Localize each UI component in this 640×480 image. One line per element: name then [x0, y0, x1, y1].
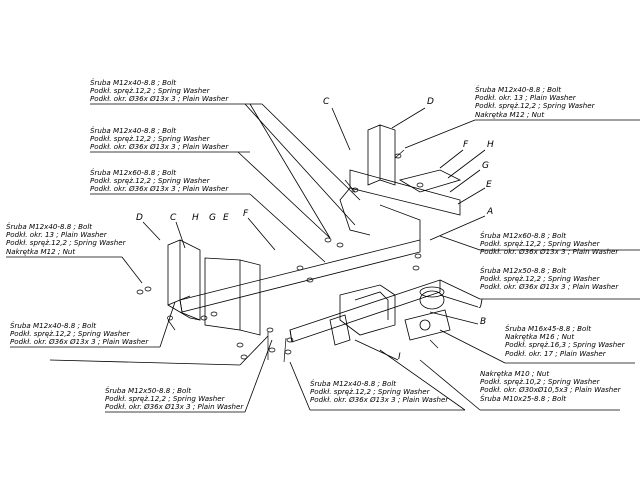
callout-line: Śruba M12x40-8.8 ; Bolt: [475, 85, 562, 94]
callout-line: Nakrętka M12 ; Nut: [475, 109, 545, 119]
callout-line: Podkł. spręż.12,2 ; Spring Washer: [90, 176, 210, 186]
callout-line: Śruba M12x40-8.8 ; Bolt: [90, 126, 177, 135]
part-letter-j: J: [480, 299, 483, 309]
part-letter-h-top: H: [487, 140, 494, 150]
callout-line: Podkł. okr. Ø36x Ø13x 3 ; Plain Washer: [310, 395, 449, 405]
callout-line: Nakrętka M16 ; Nut: [505, 332, 575, 342]
part-letter-b: B: [480, 317, 487, 327]
callout-bolt-m12x60-a: Śruba M12x60-8.8 ; Bolt Podkł. spręż.12,…: [90, 168, 229, 194]
part-letter-e-left: E: [223, 213, 229, 223]
callout-line: Podkł. okr. Ø36x Ø13x 3 ; Plain Washer: [90, 142, 229, 152]
callout-line: Podkł. spręż.12,2 ; Spring Washer: [6, 238, 126, 248]
callout-line: Śruba M12x50-8.8 ; Bolt: [105, 386, 192, 395]
callout-bolt-m12x40-a: Śruba M12x40-8.8 ; Bolt Podkł. spręż.12,…: [90, 78, 229, 104]
callout-line: Podkł. okr. Ø30xØ10,5x3 ; Plain Washer: [480, 385, 621, 395]
callout-line: Podkł. spręż.12,2 ; Spring Washer: [90, 86, 210, 96]
part-letter-h-left: H: [192, 213, 199, 223]
callout-line: Podkł. spręż.12,2 ; Spring Washer: [10, 329, 130, 339]
callout-line: Podkł. spręż.12,2 ; Spring Washer: [90, 134, 210, 144]
part-letter-i: I: [398, 352, 401, 362]
callout-line: Podkł. okr. 13 ; Plain Washer: [6, 230, 107, 240]
callout-bolt-m12x40-b: Śruba M12x40-8.8 ; Bolt Podkł. spręż.12,…: [90, 126, 229, 152]
callout-line: Śruba M16x45-8.8 ; Bolt: [505, 324, 592, 333]
callout-bolt-m12x40-c: Śruba M12x40-8.8 ; Bolt Podkł. spręż.12,…: [10, 321, 149, 347]
part-letter-e-top: E: [486, 180, 492, 190]
callout-line: Podkł. okr. 13 ; Plain Washer: [475, 93, 576, 103]
callout-line: Śruba M12x50-8.8 ; Bolt: [480, 266, 567, 275]
callout-bolt-m12x50-b: Śruba M12x50-8.8 ; Bolt Podkł. spręż.12,…: [105, 386, 244, 412]
part-letter-d-left: D: [136, 213, 143, 223]
callout-line: Podkł. spręż.12,2 ; Spring Washer: [480, 239, 600, 249]
callout-line: Śruba M12x40-8.8 ; Bolt: [10, 321, 97, 330]
callout-line: Podkł. spręż.12,2 ; Spring Washer: [105, 394, 225, 404]
callout-line: Śruba M12x60-8.8 ; Bolt: [90, 168, 177, 177]
callout-bolt-m16x45: Śruba M16x45-8.8 ; Bolt Nakrętka M16 ; N…: [505, 324, 625, 358]
callout-line: Podkł. spręż.16,3 ; Spring Washer: [505, 340, 625, 350]
callout-line: Podkł. okr. Ø36x Ø13x 3 ; Plain Washer: [10, 337, 149, 347]
callout-bolt-m12x40-d: Śruba M12x40-8.8 ; Bolt Podkł. spręż.12,…: [310, 379, 449, 405]
part-letter-f-top: F: [463, 140, 469, 150]
callout-line: Śruba M12x60-8.8 ; Bolt: [480, 231, 567, 240]
callout-line: Śruba M12x40-8.8 ; Bolt: [310, 379, 397, 388]
callout-line: Podkł. spręż.12,2 ; Spring Washer: [475, 101, 595, 111]
callout-bolt-nut-top-right: Śruba M12x40-8.8 ; Bolt Podkł. okr. 13 ;…: [475, 85, 595, 119]
callout-line: Podkł. spręż.10,2 ; Spring Washer: [480, 377, 600, 387]
callout-line: Podkł. okr. Ø36x Ø13x 3 ; Plain Washer: [90, 184, 229, 194]
part-letter-c-top: C: [323, 97, 330, 107]
callout-line: Śruba M12x40-8.8 ; Bolt: [6, 222, 93, 231]
callout-line: Nakrętka M12 ; Nut: [6, 246, 76, 256]
part-letter-c-left: C: [170, 213, 177, 223]
callout-line: Podkł. spręż.12,2 ; Spring Washer: [310, 387, 430, 397]
callout-line: Śruba M10x25-8.8 ; Bolt: [480, 393, 567, 403]
callout-bolt-m12x50-a: Śruba M12x50-8.8 ; Bolt Podkł. spręż.12,…: [480, 266, 619, 292]
callout-line: Podkł. okr. Ø36x Ø13x 3 ; Plain Washer: [105, 402, 244, 412]
callout-line: Podkł. spręż.12,2 ; Spring Washer: [480, 274, 600, 284]
part-letter-a: A: [487, 207, 494, 217]
callout-bolt-m12x60-b: Śruba M12x60-8.8 ; Bolt Podkł. spręż.12,…: [480, 231, 619, 257]
callout-line: Podkł. okr. Ø36x Ø13x 3 ; Plain Washer: [480, 247, 619, 257]
callout-line: Nakrętka M10 ; Nut: [480, 369, 550, 378]
callout-line: Śruba M12x40-8.8 ; Bolt: [90, 78, 177, 87]
callout-line: Podkł. okr. 17 ; Plain Washer: [505, 348, 606, 358]
callout-bolt-nut-left: Śruba M12x40-8.8 ; Bolt Podkł. okr. 13 ;…: [6, 222, 126, 256]
callout-line: Podkł. okr. Ø36x Ø13x 3 ; Plain Washer: [90, 94, 229, 104]
part-letter-d-top: D: [427, 97, 434, 107]
part-letter-g-left: G: [209, 213, 216, 223]
callout-line: Podkł. okr. Ø36x Ø13x 3 ; Plain Washer: [480, 282, 619, 292]
callout-bolt-m10x25: Nakrętka M10 ; Nut Podkł. spręż.10,2 ; S…: [480, 369, 621, 403]
part-letter-f-left: F: [243, 209, 249, 219]
part-letter-g-top: G: [482, 161, 489, 171]
